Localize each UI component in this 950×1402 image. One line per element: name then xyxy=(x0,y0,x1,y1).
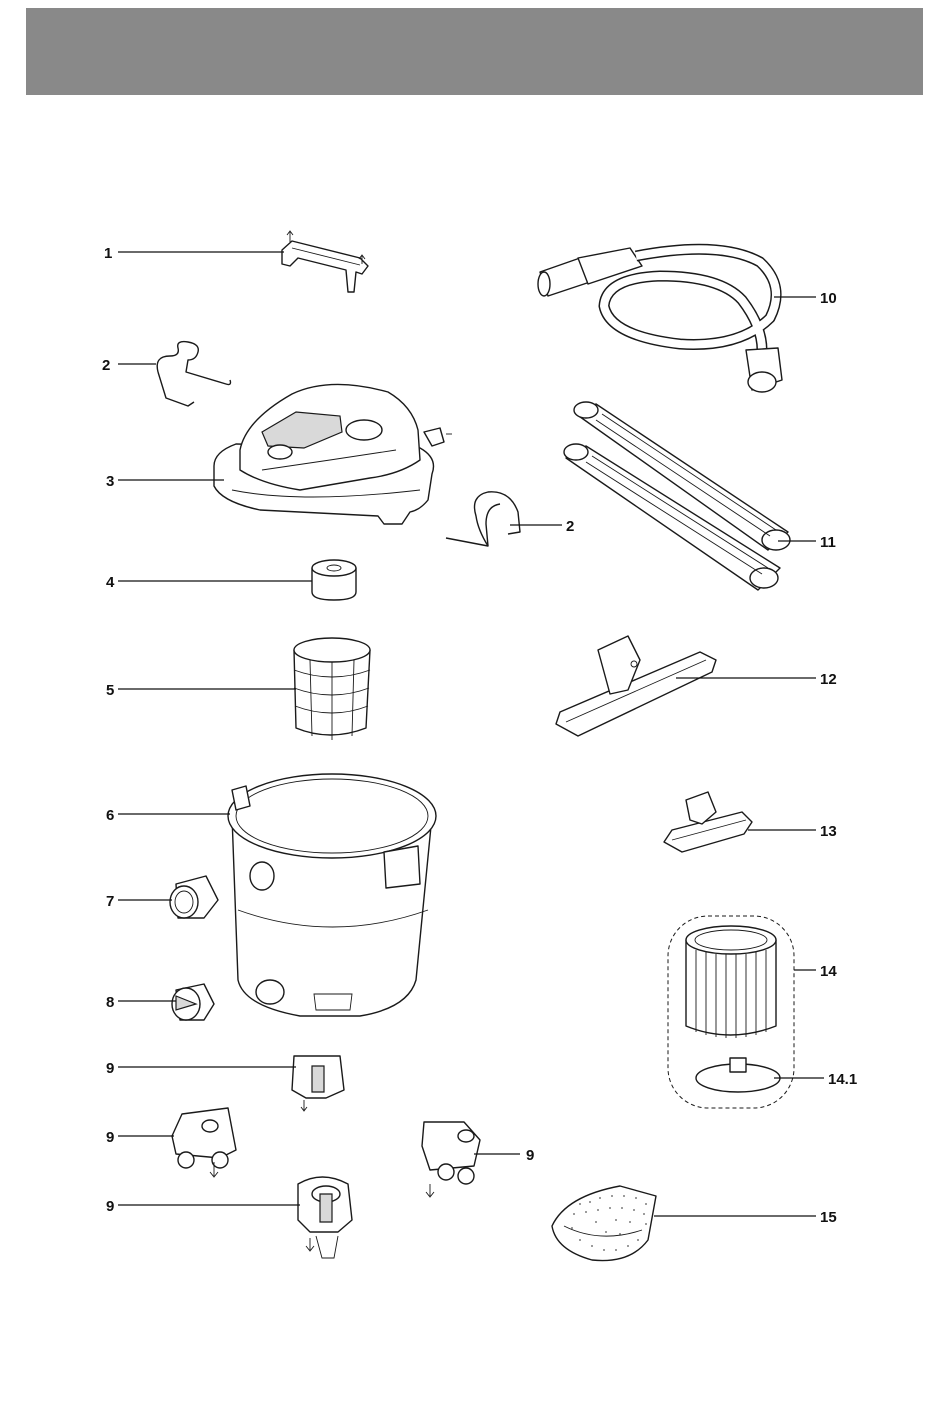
label-11: 11 xyxy=(820,534,836,551)
handle-part xyxy=(282,231,368,292)
label-9-top: 9 xyxy=(106,1060,114,1077)
label-14: 14 xyxy=(820,963,837,980)
dust-bag-part xyxy=(552,1186,656,1261)
hose-clip-left-part xyxy=(157,342,230,406)
label-15: 15 xyxy=(820,1209,837,1226)
caster-top-part xyxy=(292,1056,344,1111)
extension-wands-part xyxy=(564,402,790,590)
label-12: 12 xyxy=(820,671,837,688)
label-2-right: 2 xyxy=(566,518,574,535)
label-6: 6 xyxy=(106,807,114,824)
caster-right-part xyxy=(422,1122,480,1197)
power-head-part xyxy=(214,384,452,524)
label-8: 8 xyxy=(106,994,114,1011)
label-2-left: 2 xyxy=(102,357,110,374)
hose-part xyxy=(538,248,782,392)
label-10: 10 xyxy=(820,290,837,307)
label-1: 1 xyxy=(104,245,112,262)
label-14-1: 14.1 xyxy=(828,1071,857,1088)
utility-nozzle-part xyxy=(664,792,752,852)
inlet-adapter-part xyxy=(170,876,218,918)
label-13: 13 xyxy=(820,823,837,840)
hose-clip-right-part xyxy=(446,492,520,546)
label-9-bottom: 9 xyxy=(106,1198,114,1215)
filter-lid-part xyxy=(696,1058,780,1092)
label-5: 5 xyxy=(106,682,114,699)
foam-filter-part xyxy=(312,560,356,600)
label-7: 7 xyxy=(106,893,114,910)
filter-cage-part xyxy=(294,638,370,740)
label-9-left: 9 xyxy=(106,1129,114,1146)
drain-cap-part xyxy=(172,984,214,1020)
label-9-right: 9 xyxy=(526,1147,534,1164)
drum-part xyxy=(228,774,436,1016)
caster-left-part xyxy=(172,1108,236,1177)
caster-bottom-part xyxy=(298,1177,352,1258)
floor-nozzle-part xyxy=(556,636,716,736)
label-3: 3 xyxy=(106,473,114,490)
label-4: 4 xyxy=(106,574,115,591)
